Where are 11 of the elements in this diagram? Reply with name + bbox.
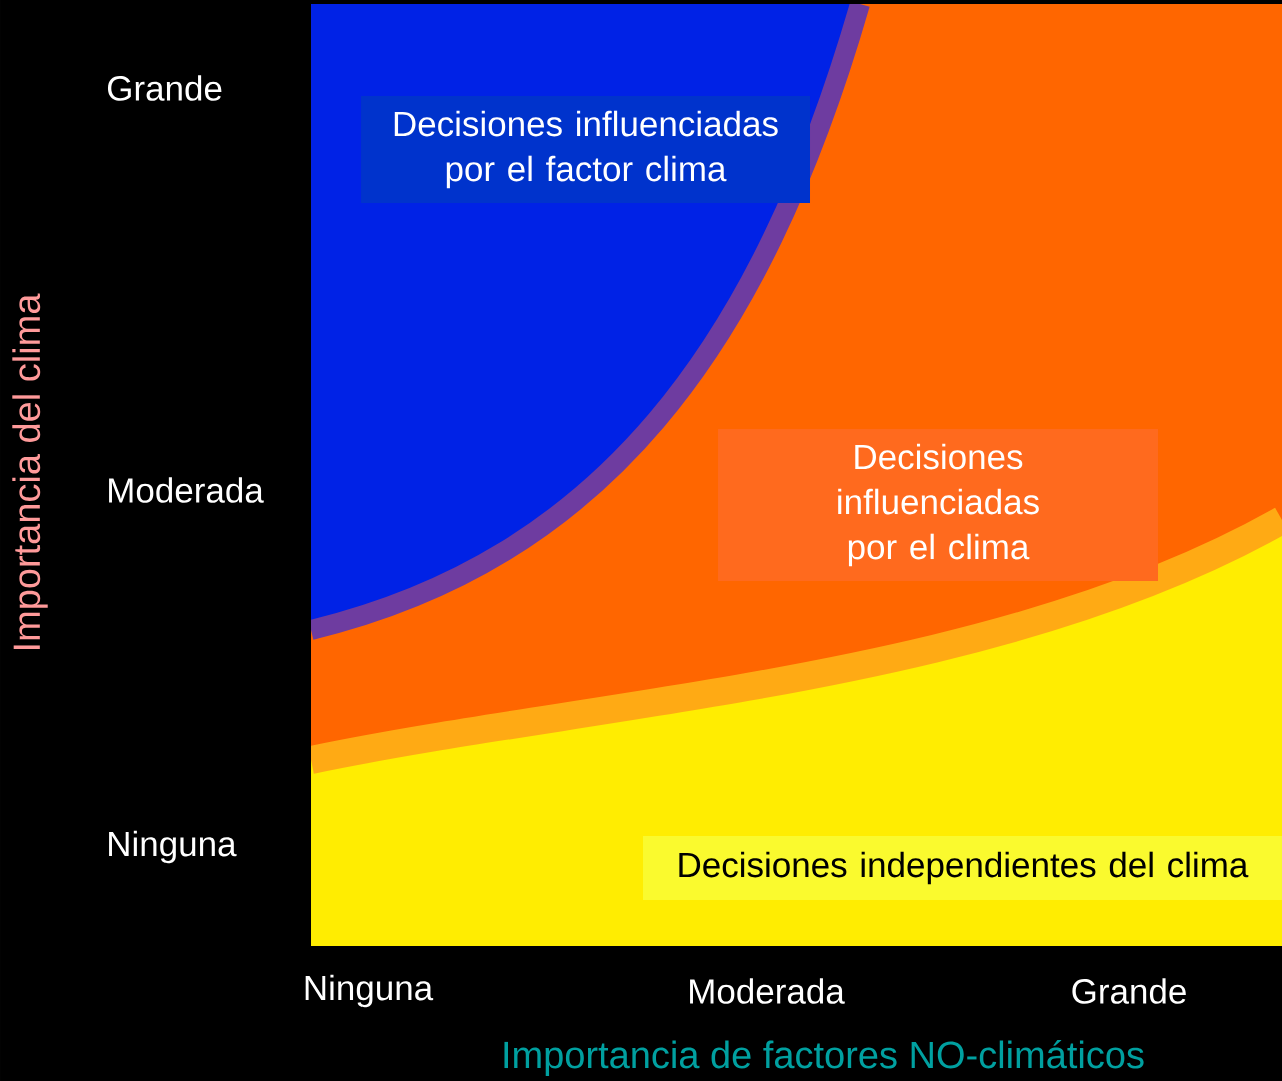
axis-tick-label: Moderada xyxy=(109,477,264,503)
text-box: Decisiones influenciadas por el clima xyxy=(718,429,1158,581)
text-box: Decisiones influenciadas por el factor clima xyxy=(361,96,810,203)
axis-title: Importancia de factores NO-climáticos xyxy=(504,1040,1144,1076)
axis-tick-label: Moderada xyxy=(690,978,845,1004)
axis-tick-label: Ninguna xyxy=(305,974,434,1008)
axis-tick-label: Grande xyxy=(1072,978,1186,1004)
axis-tick-label: Ninguna xyxy=(109,830,237,864)
axis-title: Importancia del clima xyxy=(12,293,48,649)
text-box: Decisiones independientes del clima xyxy=(643,836,1282,900)
axis-tick-label: Grande xyxy=(107,75,222,101)
